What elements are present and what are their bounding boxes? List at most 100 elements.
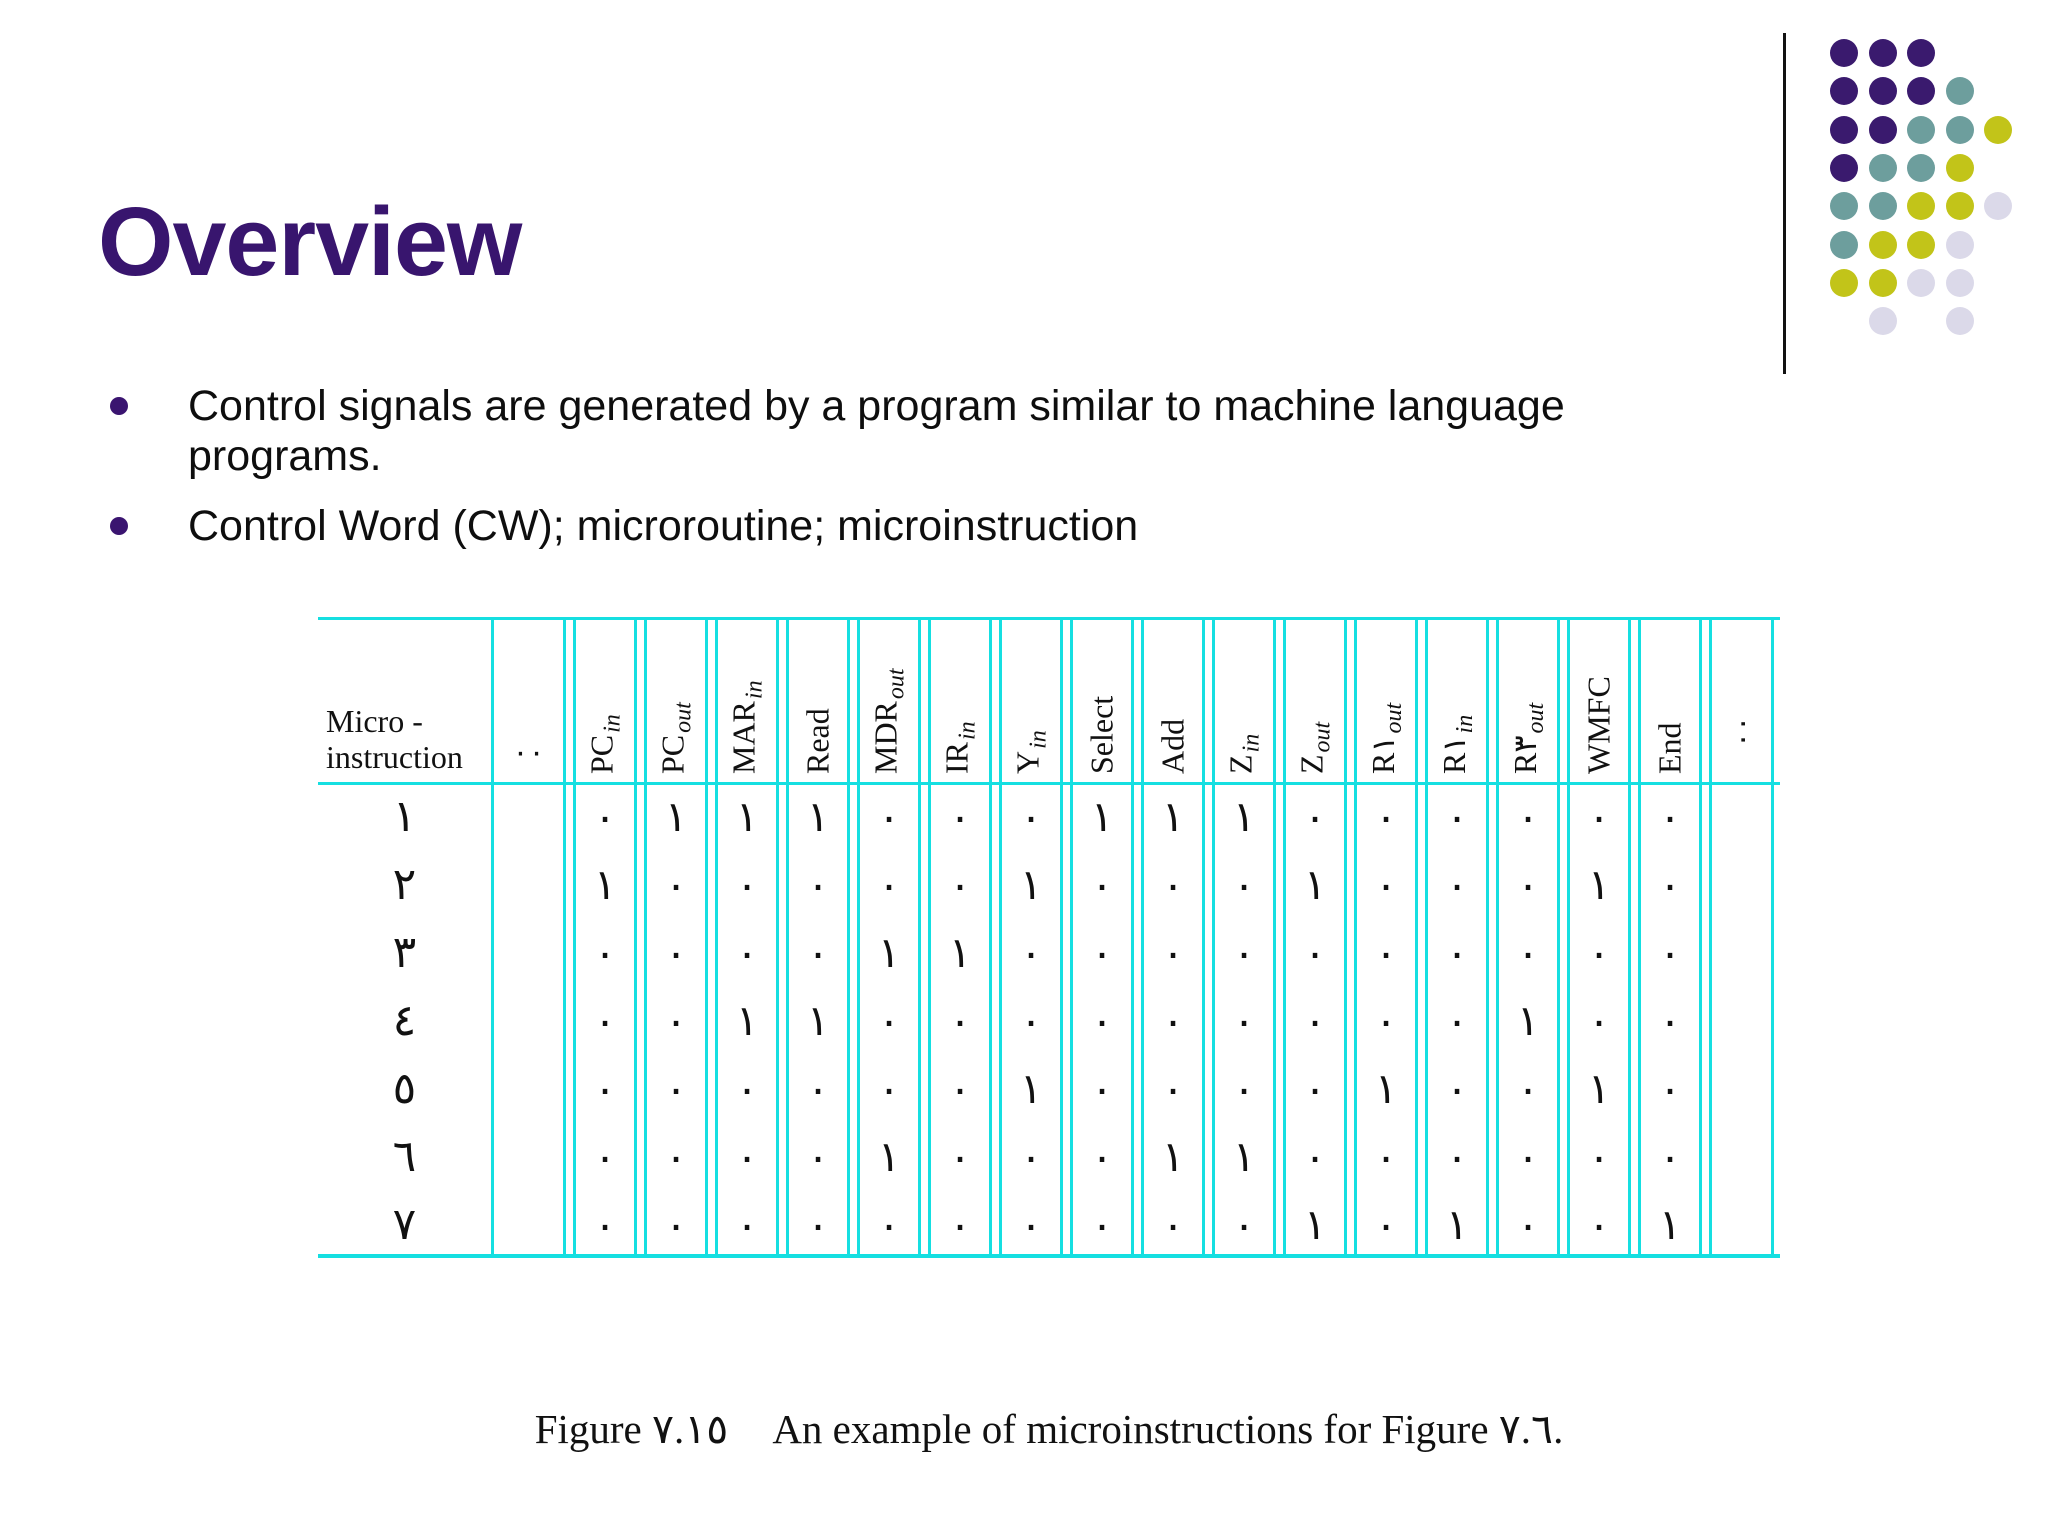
column-header-label: R٣out xyxy=(1507,702,1549,774)
decor-dot xyxy=(1945,268,1974,297)
empty-cell xyxy=(1712,850,1771,918)
decor-dot xyxy=(1868,307,1897,336)
row-label: ٣ xyxy=(392,926,417,978)
data-cell: ٠ xyxy=(593,1063,617,1113)
decor-dot xyxy=(1945,77,1974,106)
data-cell: ١ xyxy=(664,791,688,841)
data-cell: ٠ xyxy=(664,927,688,977)
empty-cell xyxy=(494,782,563,850)
data-cell: ٠ xyxy=(664,1063,688,1113)
column-header: Add xyxy=(1144,617,1202,782)
column-header: Yin xyxy=(1002,617,1060,782)
data-cell: ٠ xyxy=(948,1199,972,1249)
data-cell: ٠ xyxy=(1090,1063,1114,1113)
data-cell: ٠ xyxy=(1019,995,1043,1045)
data-cell: ٠ xyxy=(1232,859,1256,909)
column-header: Read xyxy=(789,617,847,782)
empty-cell xyxy=(494,850,563,918)
data-cell: ٠ xyxy=(735,859,759,909)
data-cell: ١ xyxy=(1019,859,1043,909)
empty-cell xyxy=(1712,1054,1771,1122)
decor-dot xyxy=(1907,115,1936,144)
empty-cell xyxy=(1712,1190,1771,1258)
column-header-label: Select xyxy=(1083,695,1120,774)
data-cell: ١ xyxy=(1090,791,1114,841)
data-cell: ٠ xyxy=(1658,1063,1682,1113)
data-cell: ٠ xyxy=(1019,1131,1043,1181)
column-header-label: Add xyxy=(1154,718,1191,774)
data-cell: ٠ xyxy=(1445,859,1469,909)
decor-dot xyxy=(1830,192,1859,221)
bullet-item: Control signals are generated by a progr… xyxy=(100,382,1600,482)
data-cell: ١ xyxy=(1161,1131,1185,1181)
data-cell: ٠ xyxy=(1161,1063,1185,1113)
data-cell: ٠ xyxy=(1090,859,1114,909)
data-cell: ١ xyxy=(1019,1063,1043,1113)
decor-dot xyxy=(1830,154,1859,183)
decor-dot xyxy=(1984,192,2013,221)
data-cell: ٠ xyxy=(1232,1199,1256,1249)
decor-dot xyxy=(1868,230,1897,259)
data-cell: ٠ xyxy=(664,859,688,909)
data-cell: ١ xyxy=(1374,1063,1398,1113)
row-label: ٤ xyxy=(392,994,417,1046)
data-cell: ٠ xyxy=(1374,995,1398,1045)
empty-cell xyxy=(1712,782,1771,850)
empty-cell xyxy=(494,1054,563,1122)
column-header: IRin xyxy=(931,617,989,782)
data-cell: ٠ xyxy=(1161,927,1185,977)
data-cell: ٠ xyxy=(1019,1199,1043,1249)
table-bottom-rule xyxy=(318,1254,1780,1258)
data-cell: ٠ xyxy=(735,1131,759,1181)
data-cell: ٠ xyxy=(1658,927,1682,977)
column-header-label: End xyxy=(1651,722,1688,774)
data-cell: ٠ xyxy=(593,995,617,1045)
data-cell: ٠ xyxy=(1516,1063,1540,1113)
empty-cell xyxy=(1712,918,1771,986)
data-cell: ٠ xyxy=(1445,927,1469,977)
column-header-label: WMFC xyxy=(1580,676,1617,774)
data-cell: ١ xyxy=(948,927,972,977)
data-cell: ٠ xyxy=(664,995,688,1045)
data-cell: ٠ xyxy=(1303,927,1327,977)
decor-dot xyxy=(1945,192,1974,221)
data-cell: ٠ xyxy=(735,1199,759,1249)
data-cell: ٠ xyxy=(1516,927,1540,977)
row-label: ٥ xyxy=(392,1062,417,1114)
data-cell: ٠ xyxy=(948,859,972,909)
data-cell: ١ xyxy=(1232,1131,1256,1181)
data-cell: ١ xyxy=(806,995,830,1045)
data-cell: ٠ xyxy=(593,791,617,841)
data-cell: ٠ xyxy=(1374,1199,1398,1249)
column-header: R١in xyxy=(1428,617,1486,782)
data-cell: ٠ xyxy=(1090,927,1114,977)
column-header-label: Zout xyxy=(1293,721,1336,774)
data-cell: ٠ xyxy=(735,927,759,977)
decor-dot xyxy=(1907,268,1936,297)
decor-dot xyxy=(1830,268,1859,297)
data-cell: ٠ xyxy=(1445,1063,1469,1113)
data-cell: ٠ xyxy=(1516,1131,1540,1181)
data-cell: ٠ xyxy=(1090,1131,1114,1181)
decor-dot xyxy=(1907,154,1936,183)
data-cell: ٠ xyxy=(1232,927,1256,977)
data-cell: ١ xyxy=(1445,1199,1469,1249)
column-header-label: IRin xyxy=(938,721,981,774)
empty-cell xyxy=(494,1190,563,1258)
data-cell: ٠ xyxy=(1161,859,1185,909)
decor-dot xyxy=(1830,230,1859,259)
column-header: ٠٠ xyxy=(1712,617,1771,782)
decor-dots-pattern xyxy=(1825,34,2018,340)
decor-dot xyxy=(1984,115,2013,144)
figure-caption-number: Figure ٧.١٥ xyxy=(534,1406,729,1452)
data-cell: ٠ xyxy=(735,1063,759,1113)
row-label: ٢ xyxy=(392,858,417,910)
